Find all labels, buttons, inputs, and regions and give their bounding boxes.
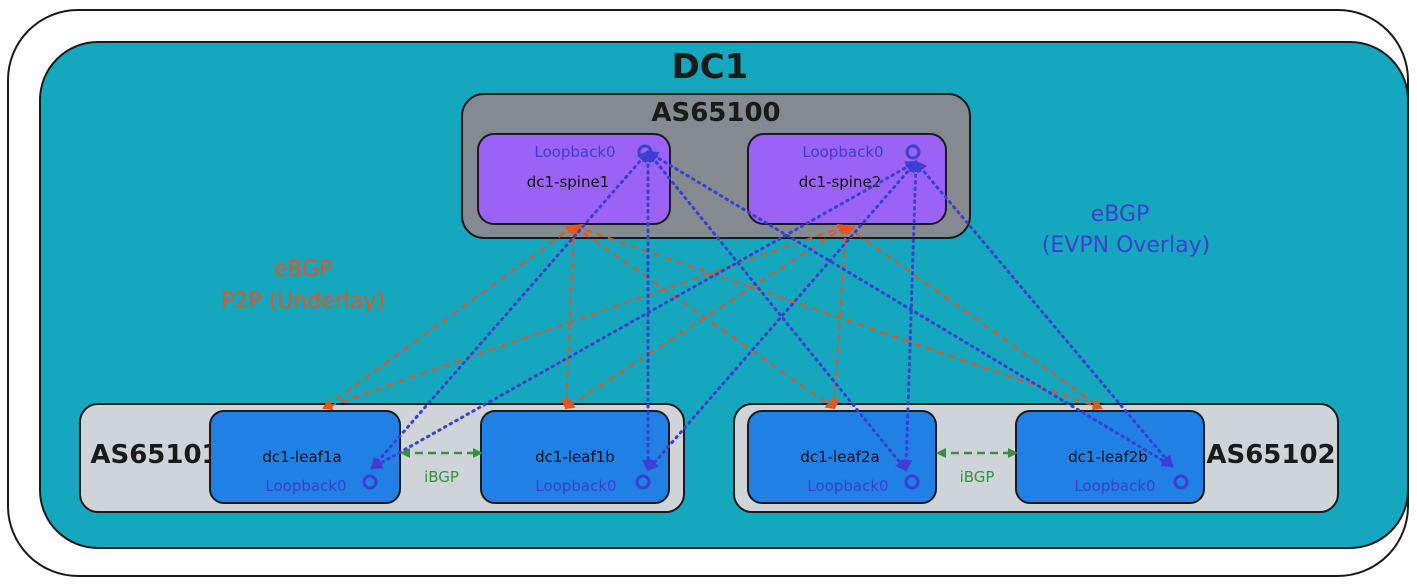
overlay-label-line1: eBGP: [1091, 202, 1150, 227]
leaf2b-loopback-label: Loopback0: [1074, 477, 1155, 495]
ibgp-label-leaf1a-leaf1b: iBGP: [424, 468, 459, 486]
leaf-as-label-as65102: AS65102: [1206, 440, 1335, 470]
spine-node-spine2[interactable]: Loopback0 dc1-spine2: [747, 133, 947, 225]
underlay-label-line1: eBGP: [274, 257, 333, 282]
leaf1a-loopback-label: Loopback0: [265, 477, 346, 495]
overlay-link-spine2-leaf2a: [900, 160, 922, 472]
leaf-node-leaf2b[interactable]: dc1-leaf2b Loopback0: [1015, 410, 1205, 504]
leaf1a-loopback-icon: [362, 474, 378, 490]
leaf1b-loopback-label: Loopback0: [535, 477, 616, 495]
leaf1b-loopback-icon: [635, 474, 651, 490]
spine1-loopback-label: Loopback0: [534, 143, 615, 161]
overlay-link-spine2-leaf2b: [914, 160, 1174, 468]
ibgp-label-leaf2a-leaf2b: iBGP: [960, 468, 995, 486]
overlay-label-line2: (EVPN Overlay): [1042, 233, 1210, 258]
leaf2a-label: dc1-leaf2a: [800, 448, 879, 466]
overlay-links: [370, 150, 1174, 472]
spine1-label: dc1-spine1: [527, 173, 610, 191]
leaf2b-loopback-icon: [1173, 474, 1189, 490]
leaf-as-label-as65101: AS65101: [90, 440, 219, 470]
underlay-label-line2: P2P (Underlay): [221, 289, 385, 314]
spine-node-spine1[interactable]: Loopback0 dc1-spine1: [477, 133, 671, 225]
spine-as-label: AS65100: [651, 98, 780, 128]
dc1-title: DC1: [672, 47, 749, 87]
overlay-link-spine2-leaf1b: [646, 160, 918, 472]
spine2-loopback-label: Loopback0: [802, 143, 883, 161]
leaf2a-loopback-icon: [904, 474, 920, 490]
leaf2b-label: dc1-leaf2b: [1068, 448, 1148, 466]
leaf-node-leaf1a[interactable]: dc1-leaf1a Loopback0: [209, 410, 401, 504]
leaf1a-label: dc1-leaf1a: [262, 448, 341, 466]
leaf1b-label: dc1-leaf1b: [535, 448, 615, 466]
leaf2a-loopback-label: Loopback0: [807, 477, 888, 495]
ibgp-links: iBGP iBGP: [400, 448, 1018, 486]
leaf-node-leaf1b[interactable]: dc1-leaf1b Loopback0: [480, 410, 670, 504]
